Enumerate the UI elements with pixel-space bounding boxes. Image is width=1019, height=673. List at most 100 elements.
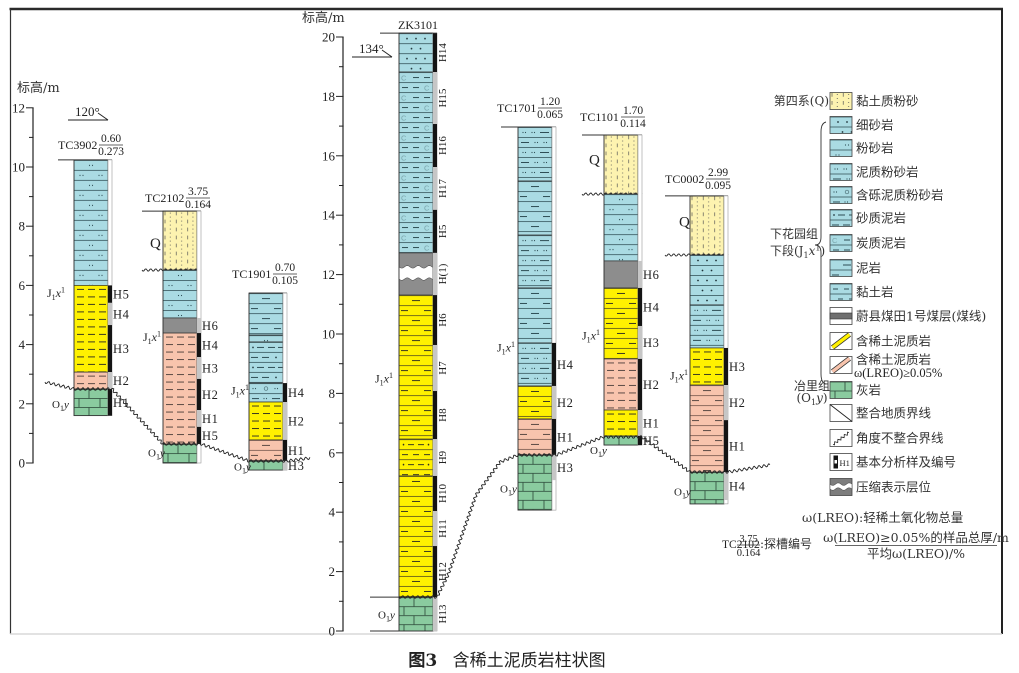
angular-unconformity-line: [398, 434, 771, 599]
legend-item-claystone: 黏土岩: [829, 283, 894, 301]
formula-denominator: 平均ω(LREO)/%: [867, 546, 965, 561]
sample-label: H9: [437, 450, 449, 464]
sample-label: H6: [643, 268, 659, 282]
legend-item-pebbly-muddy-siltstone: 含砾泥质粉砂岩: [829, 186, 944, 204]
legend-item-muddy-siltstone: 泥质粉砂岩: [829, 163, 919, 181]
sample-interval: [433, 391, 437, 440]
axis-tick-label: 12: [322, 267, 335, 282]
legend-item-siltstone: 粉砂岩: [829, 139, 894, 157]
layer-ree-mud: [398, 475, 434, 598]
swatch-box: [829, 186, 853, 204]
layer-muddy-siltstone: [517, 342, 553, 387]
sample-interval: [552, 418, 556, 455]
formation-label: O1y: [674, 486, 691, 500]
sample-label: H4: [643, 300, 660, 314]
legend-swatch: [829, 478, 853, 496]
column-name: TC0002: [665, 172, 704, 186]
legend-swatch: [829, 332, 853, 350]
swatch-box: [829, 209, 853, 227]
sample-label: H4: [113, 307, 130, 321]
column-zk3101: H14H15H16H17H5H(1)H6H7H8H9H10H11H12H13J1…: [370, 18, 449, 632]
layer-q: [689, 195, 725, 256]
axis-tick-label: 0: [19, 456, 26, 471]
legend-item-compressed: 压缩表示层位: [829, 478, 931, 496]
sample-label: H2: [202, 388, 218, 402]
average-lreo-value: 0.164: [185, 199, 211, 211]
sample-interval: [724, 472, 728, 501]
layer-ree-dash: [248, 401, 284, 441]
ree-thickness-value: 0.70: [275, 262, 295, 274]
sample-label: H3: [557, 461, 573, 475]
formation-label: J1x1: [497, 340, 515, 357]
legend-swatch: [829, 163, 853, 181]
axis-tick-label: 8: [19, 219, 26, 234]
example-separator-label: :探槽编号: [760, 536, 812, 551]
column-name: TC1101: [580, 110, 619, 124]
column-name: ZK3101: [398, 18, 438, 32]
quaternary-base-unconformity: [141, 268, 202, 272]
axis-tick-label: 20: [322, 30, 335, 45]
sample-label: H4: [288, 386, 305, 400]
ree-thickness-value: 3.75: [188, 186, 208, 198]
legend-swatch: [829, 139, 853, 157]
sample-interval: [108, 285, 112, 303]
ree-thickness-value: 1.70: [623, 105, 643, 117]
stratum-group-label: 冶里组: [794, 379, 830, 393]
legend-label: 细砂岩: [856, 118, 894, 133]
layer-ree-dash: [689, 347, 725, 386]
legend-item-fine-sandstone: 细砂岩: [829, 116, 894, 134]
swatch-box: [829, 139, 853, 157]
ree-thickness-value: 0.60: [101, 133, 121, 145]
axis-tick-label: 2: [329, 564, 336, 579]
sample-label: H5: [202, 429, 218, 443]
axis-tick-label: 2: [19, 396, 26, 411]
sample-interval: [433, 167, 437, 210]
layer-q: [603, 134, 639, 195]
axis-tick-label: 18: [322, 89, 335, 104]
legend-item-coal-legend: 蔚县煤田1号煤层(煤线): [829, 307, 986, 325]
sample-label: H2: [729, 396, 745, 410]
sample-interval: [197, 357, 201, 379]
layer-ree-high-mud: [248, 439, 284, 462]
sample-label: H8: [437, 408, 449, 422]
stratum-group-label: (O1y): [796, 391, 827, 407]
layer-limestone: [689, 471, 725, 505]
axis-tick-label: 4: [329, 505, 336, 520]
legend-label: 黏土质粉砂: [856, 94, 919, 109]
average-lreo-value: 0.114: [620, 118, 646, 130]
layer-ree-high-dash: [162, 332, 198, 445]
layer-limestone: [162, 443, 198, 464]
layer-ree-dash: [603, 409, 639, 437]
layer-ree-high-dash: [603, 358, 639, 411]
layer-q: [162, 210, 198, 271]
sample-interval: [552, 385, 556, 419]
sample-label: H1: [729, 440, 745, 454]
sample-interval: [283, 383, 287, 403]
formation-label: Q: [679, 215, 690, 231]
sample-interval: [433, 511, 437, 547]
average-lreo-value: 0.105: [272, 275, 298, 287]
dip-tick: [381, 49, 393, 58]
layer-mudstone: [517, 287, 553, 344]
diagonal-bar: [831, 333, 851, 349]
swatch-box: [829, 381, 853, 399]
sample-label: H4: [557, 358, 574, 372]
layer-mudstone: [517, 180, 553, 236]
legend-swatch: [829, 234, 853, 252]
legend-swatch: H1: [829, 453, 853, 471]
legend-label: 含砾泥质粉砂岩: [856, 188, 944, 203]
legend-swatch: [829, 404, 853, 422]
layer-muddy-siltstone: [689, 304, 725, 349]
layer-siltstone: [73, 159, 109, 286]
legend-item-sandy-mudstone: 砂质泥岩: [829, 209, 906, 227]
axis-title: 标高/m: [17, 80, 60, 96]
sample-label: H7: [437, 361, 449, 375]
sample-label: H14: [437, 43, 449, 62]
legend-swatch: [829, 307, 853, 325]
formation-label: J1x1: [231, 383, 249, 400]
